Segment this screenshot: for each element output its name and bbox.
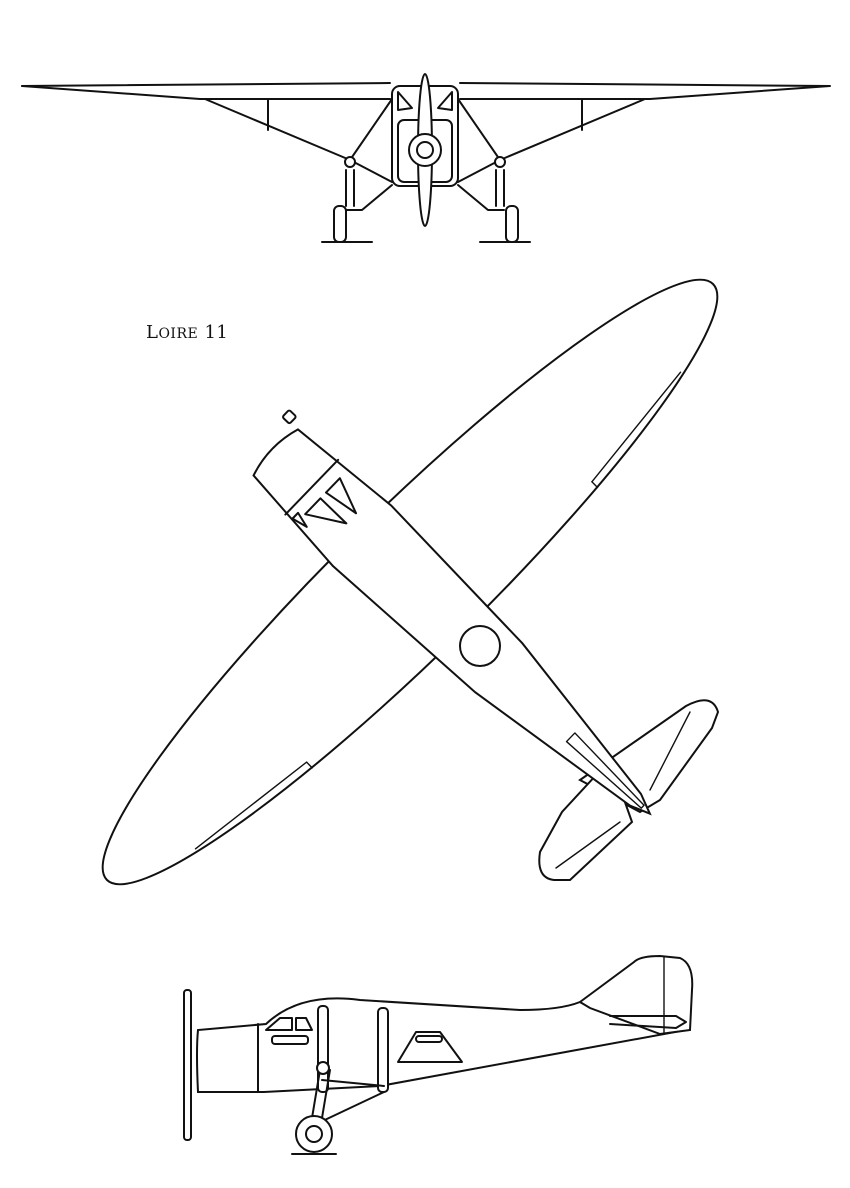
front-view [21,73,831,243]
front-wheel-right [505,205,519,243]
side-window-3 [271,1035,309,1045]
top-aileron-right [591,371,682,483]
top-exhaust [282,409,297,425]
side-propeller [183,989,192,1141]
caption-number: 11 [204,322,229,343]
side-cabin-vent [415,1035,443,1043]
top-window-1 [324,477,358,515]
top-elevator-lines [555,711,691,869]
front-wheel-left [333,205,347,243]
side-cabin-window [397,1031,463,1063]
top-view [101,278,720,886]
front-strut-left [204,98,393,183]
front-strut-joint-left [344,156,356,168]
side-wheel-hub [305,1125,323,1143]
front-spinner [416,141,434,159]
side-landing-gear [311,1069,385,1127]
aircraft-caption: LOIRE 11 [146,322,228,343]
side-gear-joint [316,1061,330,1075]
front-strut-joint-right [494,156,506,168]
caption-initial: L [146,322,159,343]
side-window-1 [265,1017,293,1031]
front-windscreen-left [397,91,413,111]
top-fuselage [252,428,652,816]
side-tailplane [609,1015,687,1029]
front-gear-leg-left [345,169,393,211]
side-strut-rear [377,1007,389,1093]
front-wing-lower-left [21,85,391,100]
front-strut-right [457,98,646,183]
front-windscreen-right [437,91,453,111]
top-cowling-line [284,458,340,516]
top-window-2 [304,497,348,525]
top-fin [565,732,645,809]
top-roundel [459,625,501,667]
top-window-3 [291,511,308,528]
top-aileron-ends [305,481,599,769]
front-gear-leg-right [457,169,505,211]
top-aileron-left [194,761,308,850]
side-window-2 [295,1017,313,1031]
caption-smallcaps: OIRE [158,326,199,342]
side-view [183,954,694,1155]
